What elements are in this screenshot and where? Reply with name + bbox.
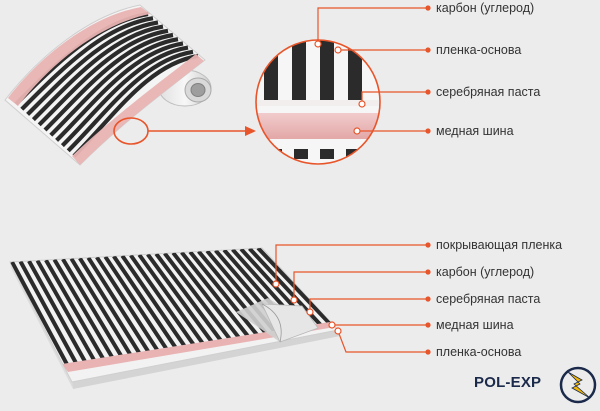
roll-carbon-stripe [31, 24, 164, 122]
sheet-carbon-stripe [154, 252, 226, 346]
roll-carbon-stripe [43, 32, 174, 132]
label-base-film-top: пленка-основа [436, 43, 522, 57]
roll-copper-bus-lower [72, 54, 204, 165]
label-carbon-top: карбон (углерод) [436, 1, 535, 15]
sheet-carbon-stripe [95, 256, 163, 356]
bottom-leader-lines [272, 244, 428, 353]
roll-carbon-stripe [66, 49, 194, 153]
sheet-carbon-stripe [129, 254, 199, 350]
flat-film-sheet [9, 247, 340, 389]
roll-carbon-stripe [55, 41, 184, 142]
label-silver-paste-bottom: серебряная паста [436, 292, 541, 306]
sheet-carbon-stripe [103, 255, 172, 355]
sheet-carbon-stripe [256, 248, 334, 328]
sheet-carbon-stripe [27, 260, 90, 368]
roll-carbon-stripe [49, 37, 179, 137]
sheet-carbon-stripe [44, 259, 108, 365]
sheet-carbon-stripe [18, 260, 81, 370]
label-base-film-bottom: пленка-основа [436, 345, 522, 359]
sheet-carbon-stripe [35, 259, 99, 367]
sheet-carbon-stripe [163, 252, 235, 344]
zoom-circle [255, 39, 381, 165]
sheet-carbon-stripe [180, 251, 253, 341]
label-cover-film: покрывающая пленка [436, 238, 563, 252]
roll-carbon-stripe [60, 45, 189, 148]
logo-text: POL-EXP [474, 374, 542, 391]
rolled-film [4, 4, 212, 166]
sheet-carbon-stripe [171, 251, 244, 343]
label-copper-bus-top: медная шина [436, 124, 514, 138]
roll-core [190, 83, 206, 97]
zoom-arrow [148, 126, 256, 136]
roll-carbon-stripe [37, 28, 169, 127]
sheet-carbon-stripe [188, 250, 262, 340]
peeled-corner [236, 298, 319, 343]
sheet-carbon-stripe [146, 253, 217, 347]
label-carbon-bottom: карбон (углерод) [436, 265, 535, 279]
sheet-carbon-stripe [69, 257, 135, 361]
roll-copper-bus-upper [8, 7, 150, 106]
sheet-carbon-stripe [112, 255, 181, 353]
sheet-carbon-stripe [137, 253, 208, 349]
sheet-carbon-stripe [120, 254, 190, 352]
roll-carbon-stripe [20, 16, 154, 111]
sheet-carbon-stripe [61, 258, 126, 362]
pol-exp-logo-icon [559, 366, 597, 404]
roll-magnify-marker [113, 117, 149, 145]
sheet-carbon-stripe [86, 256, 153, 358]
roll-carbon-stripe [26, 20, 159, 116]
label-copper-bus-bottom: медная шина [436, 318, 514, 332]
top-leader-lines [314, 7, 428, 135]
sheet-carbon-stripe [78, 257, 144, 359]
label-silver-paste-top: серебряная паста [436, 85, 541, 99]
sheet-carbon-stripe [10, 261, 72, 371]
label-dots [425, 5, 431, 355]
sheet-carbon-stripe [52, 258, 117, 364]
